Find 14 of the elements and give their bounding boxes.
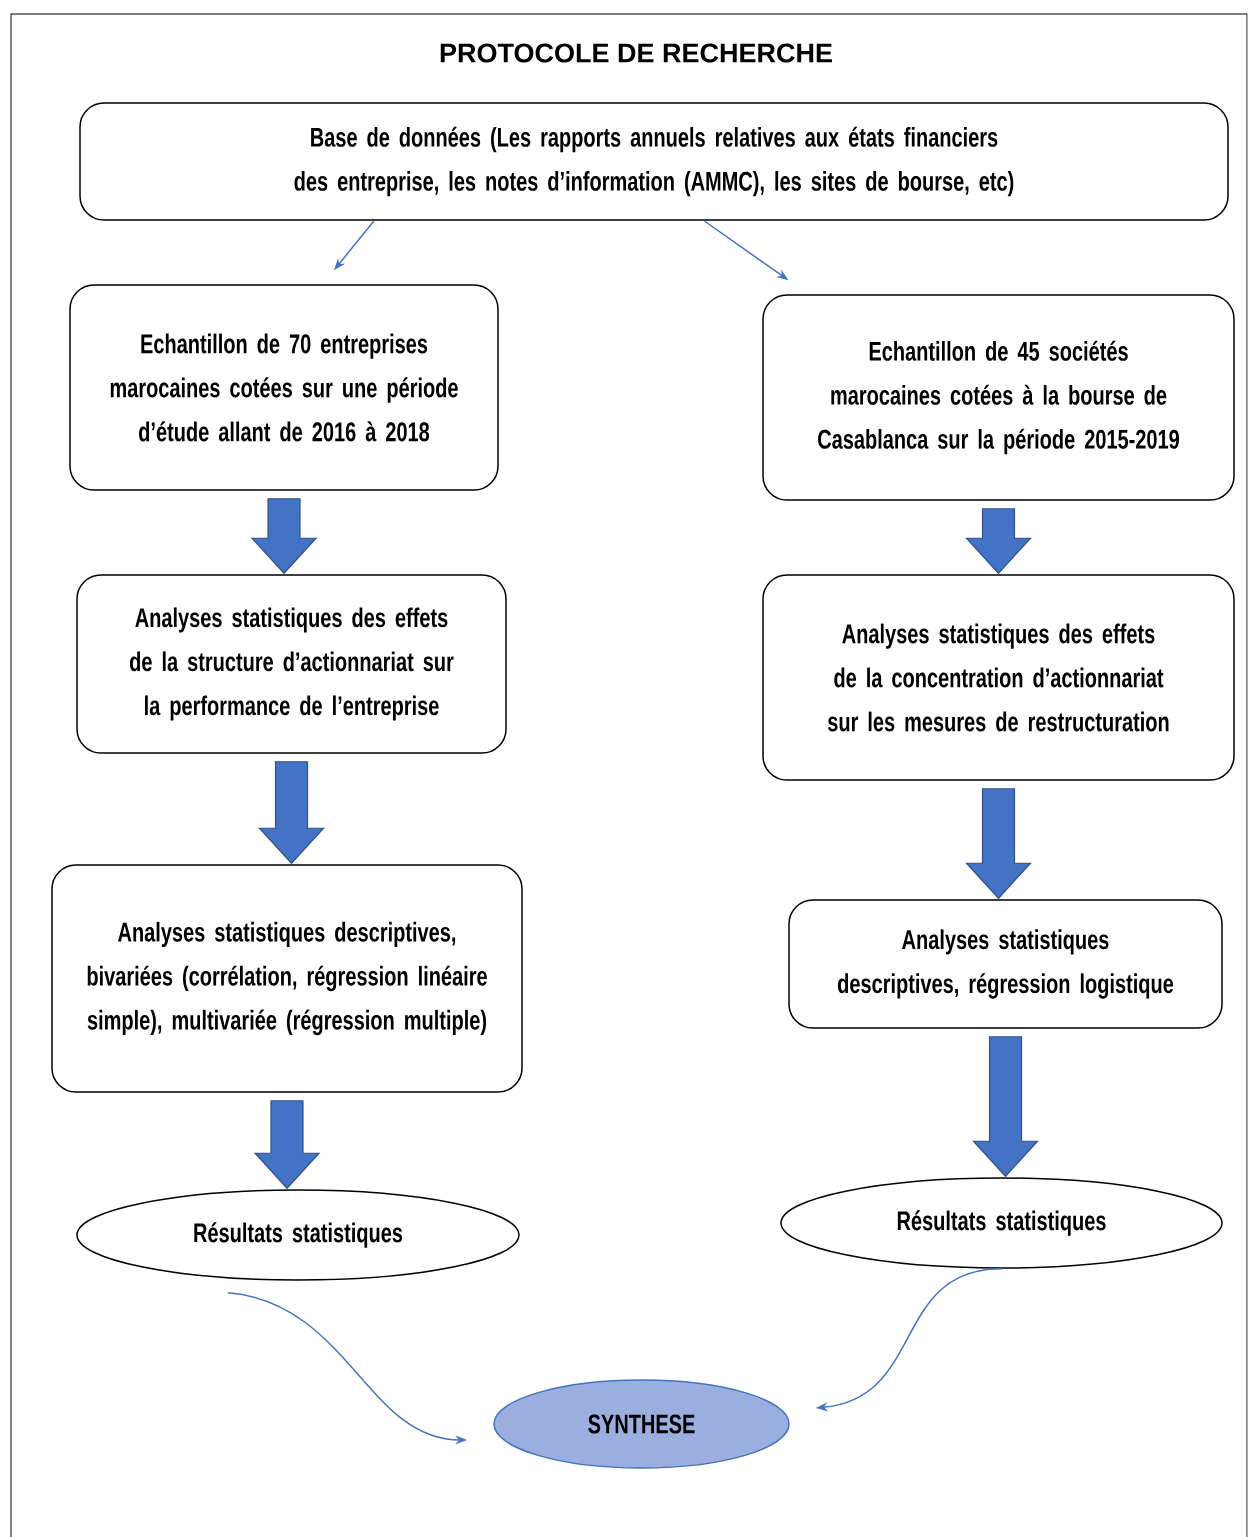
process-box: Echantillon de 70 entreprises marocaines cotées sur une période d’étude allant de 2016 à 2018 bbox=[69, 284, 499, 491]
block-arrow bbox=[250, 498, 318, 575]
block-arrow bbox=[258, 761, 325, 865]
title: PROTOCOLE DE RECHERCHE bbox=[440, 43, 832, 63]
block-arrow bbox=[972, 1036, 1039, 1178]
block-arrow bbox=[965, 788, 1032, 900]
process-box: Base de données (Les rapports annuels relatives aux états financiers des entreprise, les notes d’information (AMMC), les sites de bourse, etc) bbox=[79, 102, 1229, 221]
process-box: Analyses statistiques des effets de la concentration d’actionnariat sur les mesures de restructuration bbox=[762, 574, 1235, 781]
process-box: Analyses statistiques descriptives, bivariées (corrélation, régression linéaire simple), multivariée (régression multiple) bbox=[51, 864, 523, 1093]
process-box: Analyses statistiques descriptives, régression logistique bbox=[788, 899, 1223, 1029]
process-box: Echantillon de 45 sociétés marocaines cotées à la bourse de Casablanca sur la période 2015-2019 bbox=[762, 294, 1235, 501]
block-arrow bbox=[965, 508, 1032, 575]
block-arrow bbox=[253, 1100, 321, 1190]
process-box: Analyses statistiques des effets de la structure d’actionnariat sur la performance de l’entreprise bbox=[76, 574, 507, 754]
